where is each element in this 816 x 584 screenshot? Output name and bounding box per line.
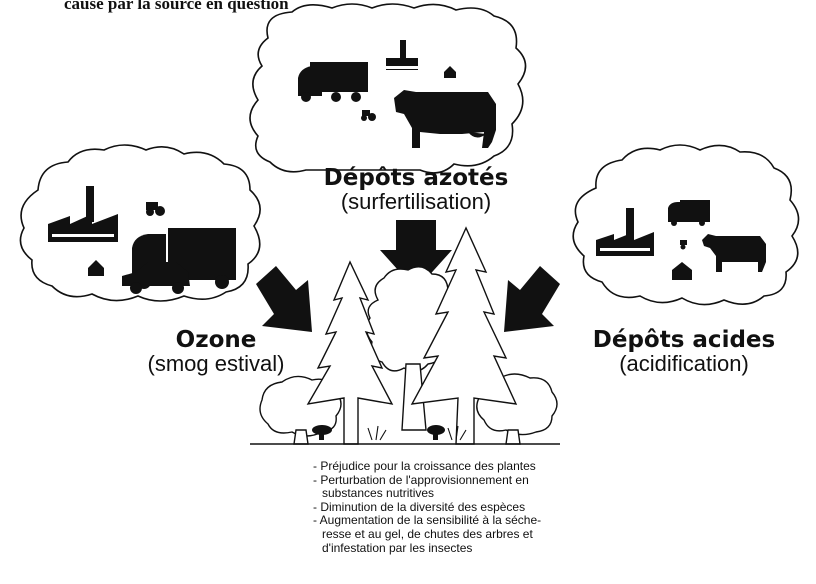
arrow-down-left	[504, 266, 560, 332]
label-acid-subtitle: (acidification)	[572, 352, 796, 375]
label-ozone-subtitle: (smog estival)	[116, 352, 316, 375]
label-nitrogen: Dépôts azotés (surfertilisation)	[296, 166, 536, 213]
label-ozone-title: Ozone	[116, 328, 316, 352]
truck-icon	[298, 62, 368, 102]
effect-item: - Préjudice pour la croissance des plant…	[313, 460, 568, 474]
label-acid-title: Dépôts acides	[572, 328, 796, 352]
label-ozone: Ozone (smog estival)	[116, 328, 316, 375]
label-nitrogen-title: Dépôts azotés	[296, 166, 536, 190]
label-acid: Dépôts acides (acidification)	[572, 328, 796, 375]
effect-item: - Augmentation de la sensibilité à la sé…	[313, 514, 568, 555]
arrow-down-right	[256, 266, 312, 332]
right-cloud	[573, 145, 798, 305]
effects-list: - Préjudice pour la croissance des plant…	[313, 460, 568, 555]
effect-item: - Perturbation de l'approvisionnement en…	[313, 474, 568, 501]
label-nitrogen-subtitle: (surfertilisation)	[296, 190, 536, 213]
effect-item: - Diminution de la diversité des espèces	[313, 501, 568, 515]
